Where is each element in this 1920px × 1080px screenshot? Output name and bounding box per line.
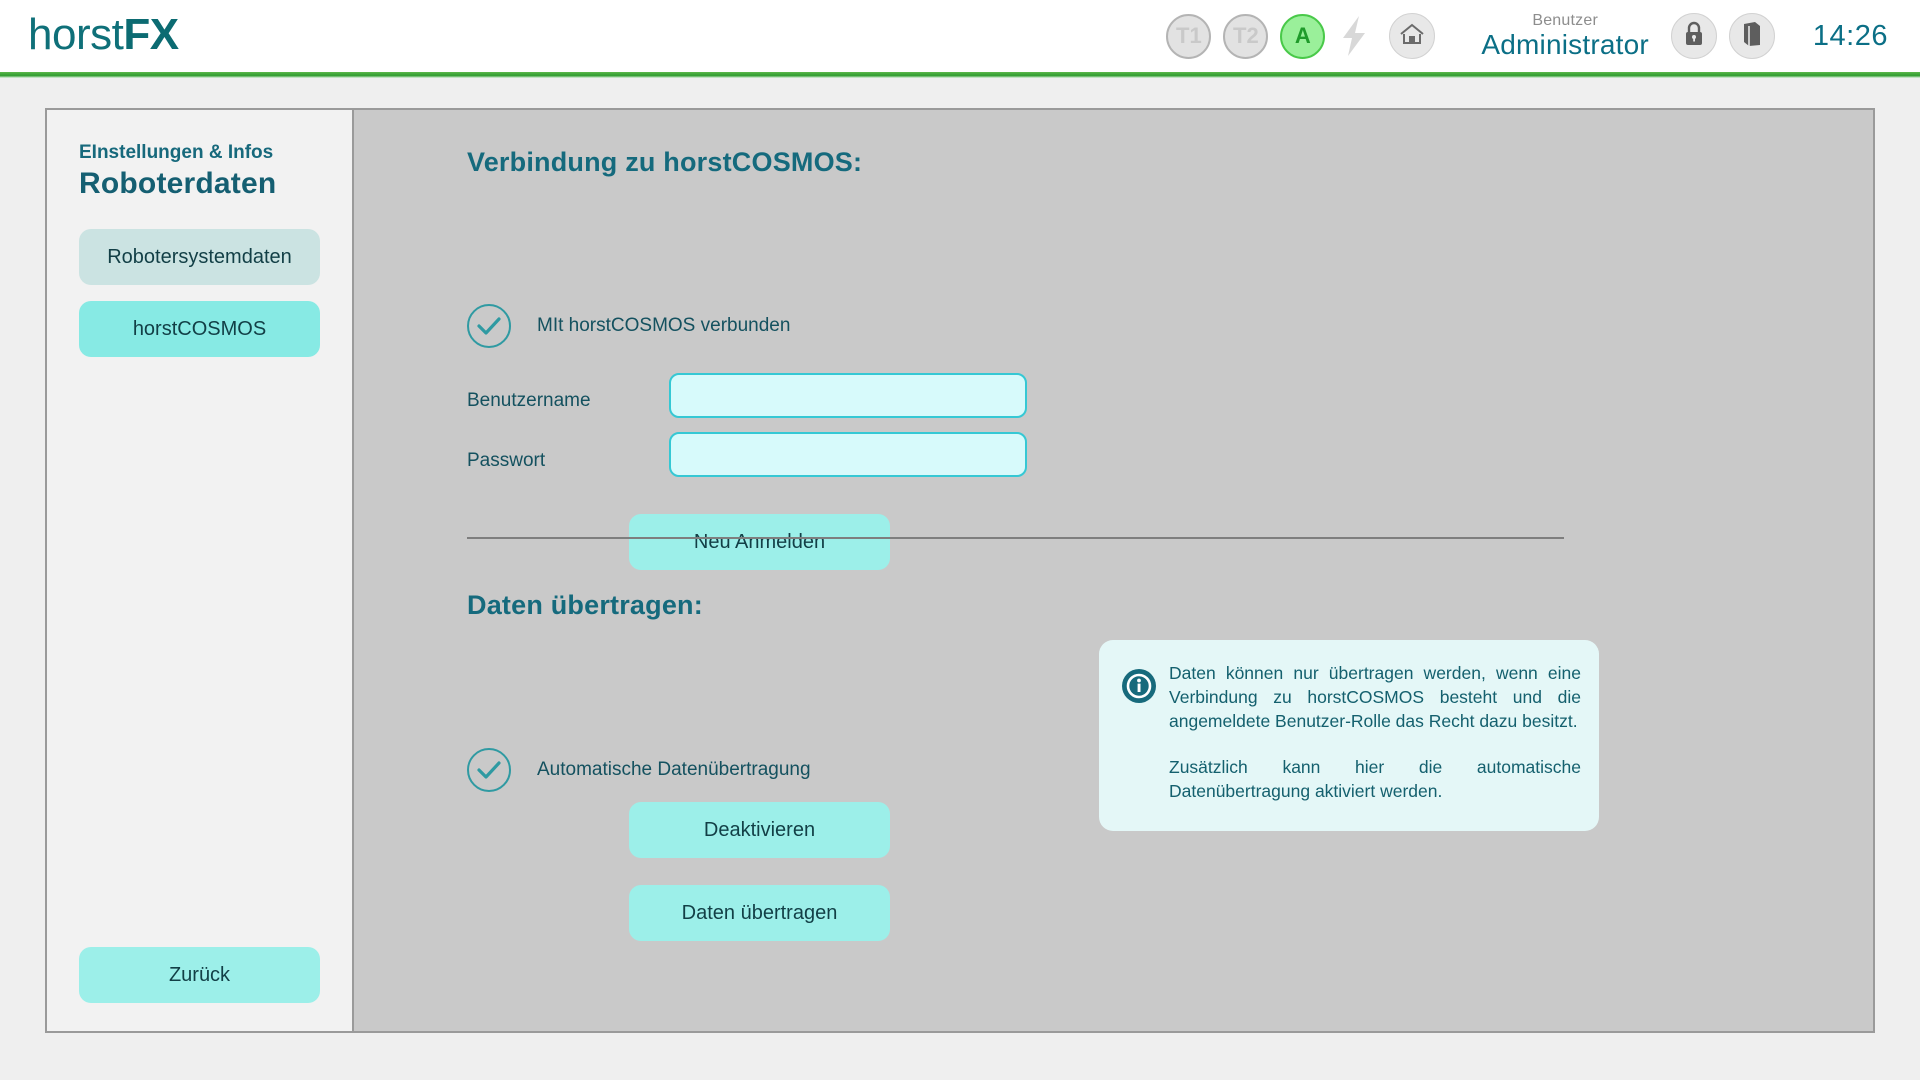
- section-divider: [467, 537, 1564, 539]
- username-label: Benutzername: [467, 390, 591, 411]
- transfer-section-title: Daten übertragen:: [467, 590, 703, 620]
- back-button[interactable]: Zurück: [79, 947, 320, 1003]
- lightning-bolt-icon[interactable]: [1337, 15, 1371, 57]
- username-input[interactable]: [669, 373, 1027, 418]
- user-role-label: Benutzer: [1532, 11, 1598, 29]
- info-circle-icon: [1121, 668, 1157, 709]
- home-button[interactable]: [1389, 13, 1436, 59]
- login-button[interactable]: Neu Anmelden: [629, 514, 890, 570]
- lock-icon: [1682, 21, 1706, 52]
- sidebar-item-robotersystemdaten[interactable]: Robotersystemdaten: [79, 229, 320, 285]
- lock-button[interactable]: [1670, 13, 1717, 59]
- header-accent-bar: [0, 72, 1920, 78]
- check-circle-icon: [467, 304, 511, 348]
- content-panel: Verbindung zu horstCOSMOS: MIt horstCOSM…: [352, 108, 1875, 1033]
- connection-status-row: MIt horstCOSMOS verbunden: [467, 304, 790, 348]
- app-header: horstFX T1 T2 A Benutzer Administrator: [0, 0, 1920, 72]
- logo-text-bold: FX: [123, 10, 179, 59]
- info-box-text: Daten können nur übertragen werden, wenn…: [1169, 662, 1581, 804]
- status-a[interactable]: A: [1280, 13, 1326, 59]
- page-title: Roboterdaten: [79, 167, 277, 200]
- deactivate-button[interactable]: Deaktivieren: [629, 802, 890, 858]
- manual-button[interactable]: [1728, 13, 1775, 59]
- header-right-cluster: T1 T2 A Benutzer Administrator: [1166, 0, 1920, 72]
- connection-status-label: MIt horstCOSMOS verbunden: [537, 315, 791, 336]
- logo-text-light: horst: [28, 10, 124, 59]
- info-box: Daten können nur übertragen werden, wenn…: [1099, 640, 1599, 831]
- password-label: Passwort: [467, 450, 546, 471]
- home-icon: [1399, 22, 1425, 51]
- book-icon: [1741, 21, 1763, 52]
- sidebar-item-horstcosmos[interactable]: horstCOSMOS: [79, 301, 320, 357]
- sidebar-subtitle: EInstellungen & Infos: [79, 142, 274, 163]
- sidebar: EInstellungen & Infos Roboterdaten Robot…: [45, 108, 352, 1033]
- transfer-status-label: Automatische Datenübertragung: [537, 759, 811, 780]
- user-name: Administrator: [1481, 28, 1649, 60]
- transfer-data-button[interactable]: Daten übertragen: [629, 885, 890, 941]
- clock: 14:26: [1812, 19, 1888, 52]
- connection-section-title: Verbindung zu horstCOSMOS:: [467, 147, 863, 177]
- check-circle-icon: [467, 748, 511, 792]
- transfer-status-row: Automatische Datenübertragung: [467, 748, 811, 792]
- status-t1[interactable]: T1: [1166, 13, 1212, 59]
- status-t2[interactable]: T2: [1223, 13, 1269, 59]
- user-info: Benutzer Administrator: [1481, 11, 1649, 60]
- app-logo: horstFX: [28, 10, 179, 60]
- info-paragraph-2: Zusätzlich kann hier die automatische Da…: [1169, 756, 1581, 801]
- password-input[interactable]: [669, 432, 1027, 477]
- info-paragraph-1: Daten können nur übertragen werden, wenn…: [1169, 663, 1581, 731]
